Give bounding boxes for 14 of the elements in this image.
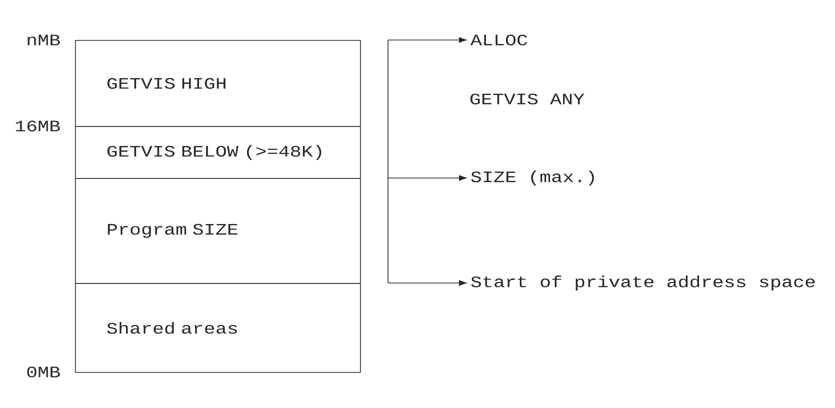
address-label: Start of private address space [471,276,815,290]
memory-region: GETVIS BELOW (>=48K) [75,126,361,179]
memory-region: Program SIZE [75,178,361,284]
address-label: 0MB [27,366,60,378]
region-label: GETVIS ANY [470,94,584,104]
address-label: 16MB [16,120,60,132]
address-label: SIZE (max.) [471,170,594,186]
memory-region: GETVIS HIGH [75,40,361,127]
memory-region: Shared areas [75,283,361,373]
arrow [388,175,467,181]
arrow [388,280,467,286]
address-label: nMB [28,34,60,46]
address-label: ALLOC [470,34,528,46]
arrow [388,37,467,43]
